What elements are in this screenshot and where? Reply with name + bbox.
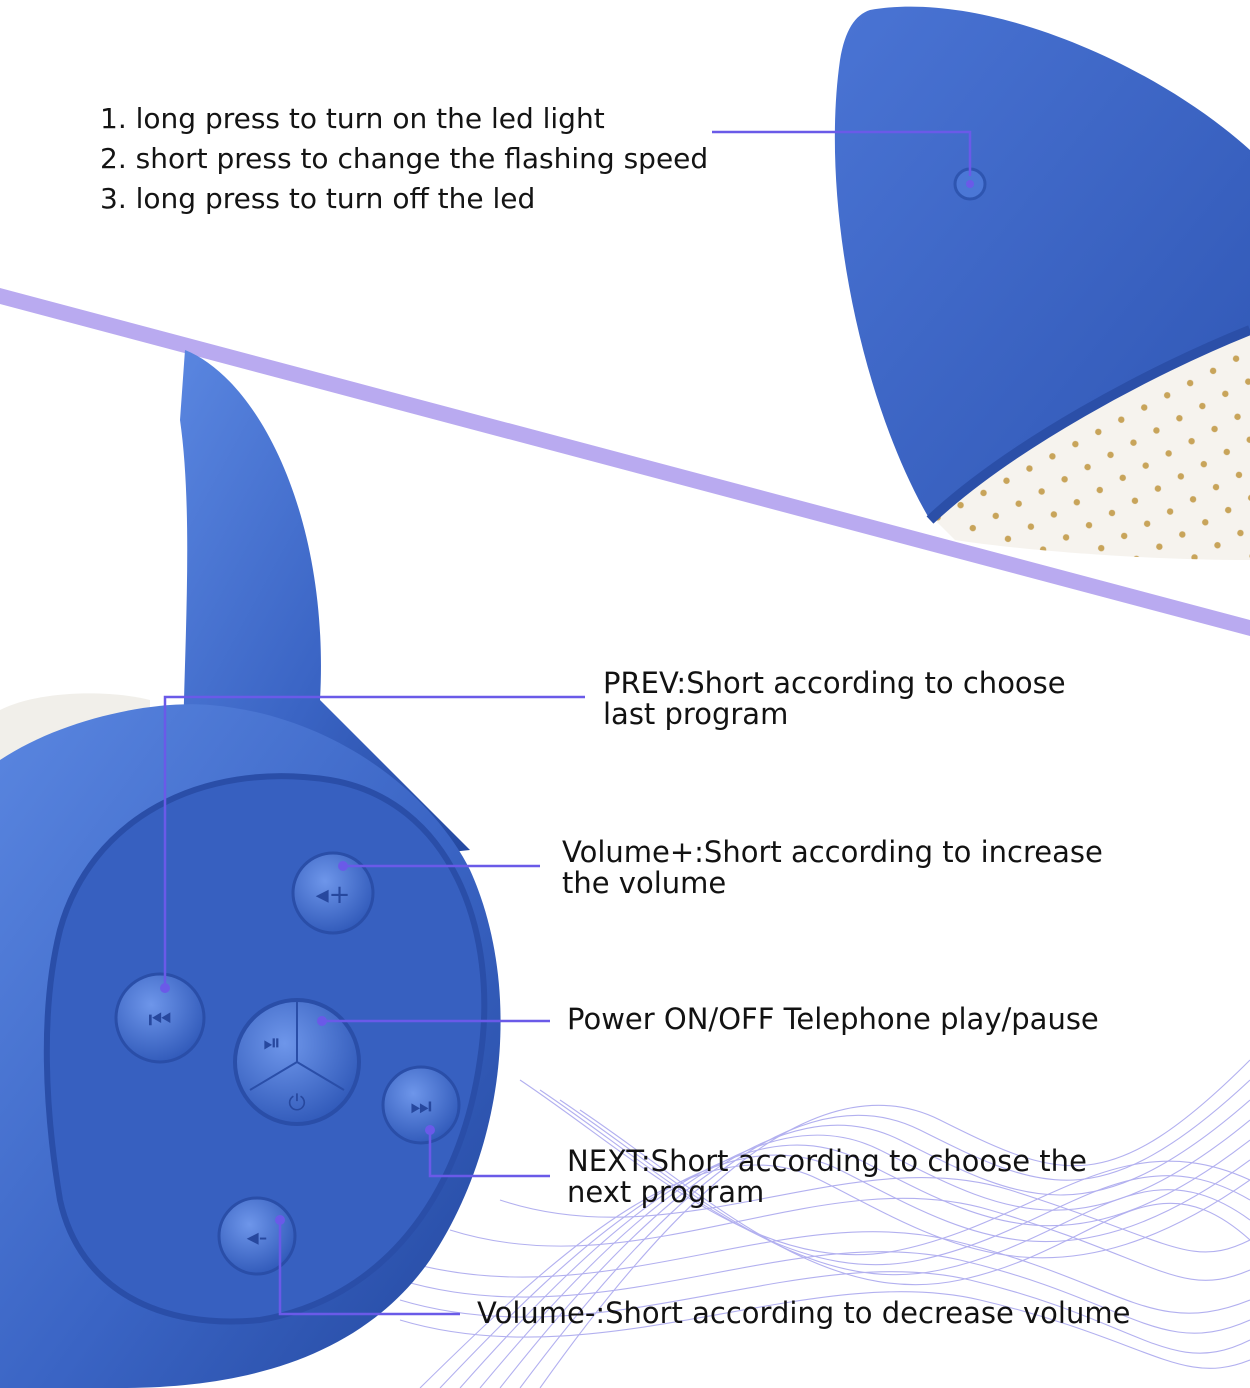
svg-text:⏮: ⏮ bbox=[148, 1005, 171, 1035]
led-instructions: 1. long press to turn on the led light 2… bbox=[100, 99, 708, 219]
callout-led bbox=[712, 130, 972, 176]
callout-next bbox=[428, 1128, 550, 1178]
led-instruction-1: 1. long press to turn on the led light bbox=[100, 102, 605, 135]
svg-text:⏻: ⏻ bbox=[288, 1091, 305, 1116]
volume-up-label-line2: the volume bbox=[562, 866, 727, 900]
prev-label: PREV:Short according to choose last prog… bbox=[603, 668, 1066, 730]
play-pause-button: ⏯ ⏻ bbox=[233, 998, 361, 1126]
next-label: NEXT:Short according to choose the next … bbox=[567, 1146, 1087, 1208]
diagonal-band bbox=[0, 288, 1250, 636]
callout-volume-down bbox=[278, 1218, 460, 1316]
callout-prev bbox=[163, 695, 585, 985]
svg-text:⏭: ⏭ bbox=[410, 1092, 432, 1120]
prev-button: ⏮ bbox=[114, 972, 206, 1064]
volume-up-button: ◂+ bbox=[291, 851, 375, 935]
volume-down-button: ◂- bbox=[217, 1196, 297, 1276]
volume-up-label-line1: Volume+:Short according to increase bbox=[562, 835, 1103, 869]
wave-pattern bbox=[399, 1059, 1250, 1388]
volume-up-label: Volume+:Short according to increase the … bbox=[562, 837, 1103, 899]
volume-down-label-line1: Volume-:Short according to decrease volu… bbox=[477, 1296, 1131, 1330]
svg-text:⏯: ⏯ bbox=[263, 1031, 281, 1056]
svg-text:◂-: ◂- bbox=[247, 1223, 268, 1251]
svg-text:◂+: ◂+ bbox=[316, 880, 351, 910]
prev-label-line2: last program bbox=[603, 697, 789, 731]
prev-label-line1: PREV:Short according to choose bbox=[603, 666, 1066, 700]
headphone-earcup: ◂+ ⏮ ⏯ ⏻ ⏭ ◂- bbox=[0, 350, 501, 1388]
power-label: Power ON/OFF Telephone play/pause bbox=[567, 1004, 1099, 1035]
cat-ear bbox=[834, 6, 1250, 560]
callout-lines bbox=[163, 130, 972, 1316]
led-instruction-3: 3. long press to turn off the led bbox=[100, 182, 536, 215]
led-instruction-2: 2. short press to change the flashing sp… bbox=[100, 142, 709, 175]
next-button: ⏭ bbox=[381, 1065, 461, 1145]
volume-down-label: Volume-:Short according to decrease volu… bbox=[477, 1298, 1130, 1329]
power-label-line1: Power ON/OFF Telephone play/pause bbox=[567, 1002, 1099, 1036]
next-label-line1: NEXT:Short according to choose the bbox=[567, 1144, 1087, 1178]
next-label-line2: next program bbox=[567, 1175, 765, 1209]
